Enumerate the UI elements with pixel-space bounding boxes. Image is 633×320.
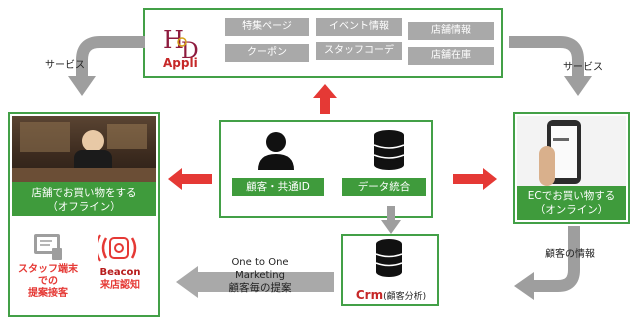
app-logo-word-text: Appli: [163, 56, 198, 70]
app-tag: イベント情報: [316, 18, 402, 36]
right-service-label: サービス: [563, 62, 603, 73]
offline-title-line2: （オフライン）: [47, 201, 121, 213]
database-icon: [373, 130, 405, 170]
beacon-title: Beacon: [99, 267, 141, 278]
app-tag: スタッフコーデ: [316, 42, 402, 60]
one-to-one-line1: One to One: [231, 257, 289, 268]
crm-label: Crm(顧客分析): [348, 284, 434, 303]
offline-title-line1: 店舗でお買い物をする: [31, 187, 137, 199]
app-logo-word: Appli: [163, 56, 198, 70]
customer-info-arrow-icon: [514, 226, 580, 300]
left-service-arrow-icon: [68, 36, 145, 96]
crm-database-icon: [375, 239, 403, 277]
online-title: ECでお買い物する （オンライン）: [517, 186, 626, 220]
right-service-arrow-icon: [509, 36, 592, 96]
app-logo-mark-icon: H D: [163, 26, 199, 64]
customer-info-label: 顧客の情報: [545, 249, 595, 260]
right-arrow-icon: [453, 168, 497, 190]
down-arrow-icon: [381, 206, 401, 234]
phone-photo: [517, 116, 626, 186]
left-arrow-icon: [168, 168, 212, 190]
left-service-label: サービス: [45, 60, 85, 71]
one-to-one-line2: Marketing: [235, 270, 285, 281]
one-to-one-arrow-icon: [176, 266, 334, 298]
beacon-label: Beacon 来店認知: [90, 266, 150, 292]
beacon-sub: 来店認知: [100, 280, 140, 291]
app-logo: H D Appli: [155, 14, 213, 72]
staff-label-line2: での: [38, 276, 58, 287]
staff-label: スタッフ端末 での 提案接客: [18, 264, 78, 300]
app-tag: 店舗情報: [408, 22, 494, 40]
staff-label-line1: スタッフ端末: [18, 264, 78, 275]
store-photo: [12, 116, 156, 182]
one-to-one-line3: 顧客毎の提案: [228, 282, 292, 294]
offline-title: 店舗でお買い物をする （オフライン）: [12, 182, 156, 216]
svg-text:H: H: [163, 26, 184, 54]
person-icon: [258, 132, 294, 170]
staff-label-line3: 提案接客: [28, 288, 68, 299]
crm-sub: (顧客分析): [383, 292, 427, 302]
data-integration-label: データ統合: [342, 178, 426, 196]
app-tag: 店舗在庫: [408, 47, 494, 65]
app-tag: クーポン: [225, 44, 309, 62]
beacon-icon: [98, 234, 137, 262]
online-title-line1: ECでお買い物する: [527, 190, 616, 202]
customer-id-label: 顧客・共通ID: [232, 178, 324, 196]
one-to-one-text: One to One Marketing 顧客毎の提案: [200, 256, 320, 295]
app-tag: 特集ページ: [225, 18, 309, 36]
staff-device-icon: [34, 234, 62, 260]
crm-word: Crm: [355, 288, 384, 302]
up-arrow-icon: [313, 84, 337, 114]
online-title-line2: （オンライン）: [534, 204, 609, 216]
